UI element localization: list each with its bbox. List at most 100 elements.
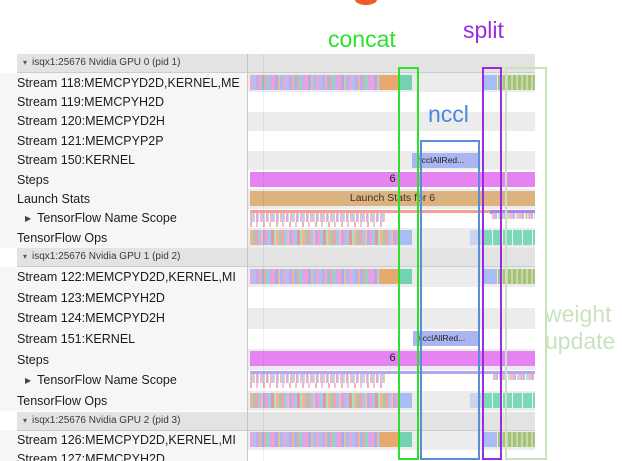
row-label-tensorflow-name-scope[interactable]: ▶ TensorFlow Name Scope	[0, 208, 247, 229]
segment-dense[interactable]	[250, 75, 380, 90]
section-header-gpu0[interactable]: ▾isqx1:25676 Nvidia GPU 0 (pid 1)	[17, 54, 535, 73]
row-launch-stats: Launch Stats Launch Stats for 6	[0, 189, 622, 209]
row-tensorflow-ops: TensorFlow Ops	[0, 390, 622, 412]
segment-teal[interactable]	[399, 268, 412, 284]
row-label-stream-122-memcpyd2d-kernel-mi[interactable]: Stream 122:MEMCPYD2D,KERNEL,MI	[0, 266, 247, 288]
split-annotation-rect	[482, 67, 502, 460]
segment-orange[interactable]	[380, 75, 398, 90]
row-track[interactable]	[248, 287, 535, 308]
row-track[interactable]	[248, 308, 535, 329]
segment-orange[interactable]	[380, 432, 398, 447]
segment-magenta[interactable]: 6	[250, 351, 535, 367]
segment-blue[interactable]	[483, 75, 497, 90]
row-label-stream-123-memcpyh2d[interactable]: Stream 123:MEMCPYH2D	[0, 287, 247, 308]
weight-update-annotation-label: weight update	[545, 301, 616, 354]
segment-magenta[interactable]: 6	[250, 172, 535, 187]
row-label-text: Launch Stats	[17, 192, 90, 207]
segment-ticks[interactable]	[250, 212, 386, 227]
expand-arrow-icon[interactable]: ▶	[25, 213, 32, 223]
row-track[interactable]	[248, 131, 535, 151]
segment-nslinep[interactable]	[490, 209, 535, 214]
row-label-stream-127-memcpyh2d[interactable]: Stream 127:MEMCPYH2D	[0, 449, 247, 461]
segment-ncclbar[interactable]: ncclAllRed...	[412, 152, 480, 168]
row-stream-124-memcpyd2h: Stream 124:MEMCPYD2H	[0, 308, 622, 329]
section-header-gpu2[interactable]: ▾ isqx1:25676 Nvidia GPU 2 (pid 3)	[17, 411, 535, 431]
row-label-text: Stream 120:MEMCPYD2H	[17, 114, 165, 129]
row-label-stream-120-memcpyd2h[interactable]: Stream 120:MEMCPYD2H	[0, 111, 247, 132]
segment-stripes[interactable]	[498, 432, 535, 447]
segment-teal[interactable]	[399, 432, 412, 447]
segment-blue[interactable]	[483, 268, 497, 284]
nccl-annotation-rect	[420, 140, 480, 460]
row-stream-121-memcpyp2p: Stream 121:MEMCPYP2P	[0, 131, 622, 151]
row-label-tensorflow-ops[interactable]: TensorFlow Ops	[0, 228, 247, 248]
collapse-triangle-icon[interactable]: ▾	[23, 251, 28, 261]
row-label-stream-124-memcpyd2h[interactable]: Stream 124:MEMCPYD2H	[0, 308, 247, 329]
expand-arrow-icon[interactable]: ▶	[25, 375, 32, 385]
segment-dense2[interactable]	[250, 392, 398, 408]
row-label-text: Stream 127:MEMCPYH2D	[17, 452, 165, 461]
segment-dense[interactable]	[250, 268, 380, 284]
segment-stripes[interactable]	[498, 268, 535, 284]
collapse-triangle-icon[interactable]: ▾	[23, 58, 28, 67]
segment-tealblocks[interactable]	[483, 392, 535, 408]
row-label-text: Stream 126:MEMCPYD2D,KERNEL,MI	[17, 432, 236, 447]
row-track[interactable]	[248, 449, 535, 461]
row-label-launch-stats[interactable]: Launch Stats	[0, 189, 247, 209]
section-header-label: isqx1:25676 Nvidia GPU 2 (pid 3)	[32, 414, 181, 426]
row-label-tensorflow-name-scope[interactable]: ▶TensorFlow Name Scope	[0, 370, 247, 391]
segment-blue[interactable]	[400, 230, 412, 246]
row-label-stream-126-memcpyd2d-kernel-mi[interactable]: Stream 126:MEMCPYD2D,KERNEL,MI	[0, 430, 247, 450]
row-tensorflow-ops: TensorFlow Ops	[0, 228, 622, 248]
row-label-steps[interactable]: Steps	[0, 170, 247, 190]
section-header-gpu1[interactable]: ▾ isqx1:25676 Nvidia GPU 1 (pid 2)	[17, 247, 535, 267]
row-label-text: TensorFlow Ops	[17, 394, 108, 409]
row-tensorflow-name-scope: ▶TensorFlow Name Scope	[0, 370, 622, 391]
row-stream-150-kernel: Stream 150:KERNEL ncclAllRed...	[0, 150, 622, 170]
segment-teal[interactable]	[399, 75, 412, 90]
row-stream-118-memcpyd2d-kernel-me: Stream 118:MEMCPYD2D,KERNEL,ME	[0, 73, 622, 93]
row-label-text: TensorFlow Ops	[17, 230, 108, 245]
row-label-stream-121-memcpyp2p[interactable]: Stream 121:MEMCPYP2P	[0, 131, 247, 151]
segment-tealblocks[interactable]	[483, 230, 535, 246]
segment-tan[interactable]: Launch Stats for 6	[250, 191, 535, 207]
segment-stripes[interactable]	[498, 75, 535, 90]
row-label-stream-150-kernel[interactable]: Stream 150:KERNEL	[0, 150, 247, 170]
row-label-steps[interactable]: Steps	[0, 349, 247, 371]
segment-orange[interactable]	[380, 268, 398, 284]
row-label-stream-118-memcpyd2d-kernel-me[interactable]: Stream 118:MEMCPYD2D,KERNEL,ME	[0, 73, 247, 93]
row-label-text: Stream 150:KERNEL	[17, 153, 136, 168]
row-track[interactable]	[248, 92, 535, 112]
row-stream-151-kernel: Stream 151:KERNEL ncclAllRed...	[0, 328, 622, 350]
segment-nslinel[interactable]	[250, 371, 535, 375]
segment-ncclbar[interactable]: ncclAllRed...	[413, 330, 480, 346]
segment-ticks[interactable]	[250, 374, 386, 389]
label-track-divider	[247, 54, 248, 461]
concat-annotation-label: concat	[328, 26, 396, 52]
row-stream-126-memcpyd2d-kernel-mi: Stream 126:MEMCPYD2D,KERNEL,MI	[0, 430, 622, 450]
row-tensorflow-name-scope: ▶ TensorFlow Name Scope	[0, 208, 622, 229]
partial-orange-annotation	[355, 0, 377, 5]
row-stream-127-memcpyh2d: Stream 127:MEMCPYH2D	[0, 449, 622, 461]
segment-ticks2[interactable]	[493, 374, 535, 381]
row-stream-123-memcpyh2d: Stream 123:MEMCPYH2D	[0, 287, 622, 308]
section-header-label: isqx1:25676 Nvidia GPU 1 (pid 2)	[32, 250, 181, 262]
segment-blue[interactable]	[400, 392, 412, 408]
collapse-triangle-icon[interactable]: ▾	[23, 415, 28, 425]
segment-ticks2[interactable]	[492, 212, 535, 219]
row-label-tensorflow-ops[interactable]: TensorFlow Ops	[0, 390, 247, 412]
row-label-stream-119-memcpyh2d[interactable]: Stream 119:MEMCPYH2D	[0, 92, 247, 112]
row-label-stream-151-kernel[interactable]: Stream 151:KERNEL	[0, 328, 247, 350]
segment-blue[interactable]	[483, 432, 497, 447]
row-label-text: Stream 122:MEMCPYD2D,KERNEL,MI	[17, 269, 236, 284]
segment-nsline[interactable]	[250, 209, 490, 213]
segment-dense2[interactable]	[250, 230, 398, 246]
weight-update-annotation-rect	[505, 67, 547, 460]
row-stream-122-memcpyd2d-kernel-mi: Stream 122:MEMCPYD2D,KERNEL,MI	[0, 266, 622, 288]
segment-dense[interactable]	[250, 432, 380, 447]
row-label-text: TensorFlow Name Scope	[37, 211, 177, 226]
row-track[interactable]	[248, 111, 535, 132]
